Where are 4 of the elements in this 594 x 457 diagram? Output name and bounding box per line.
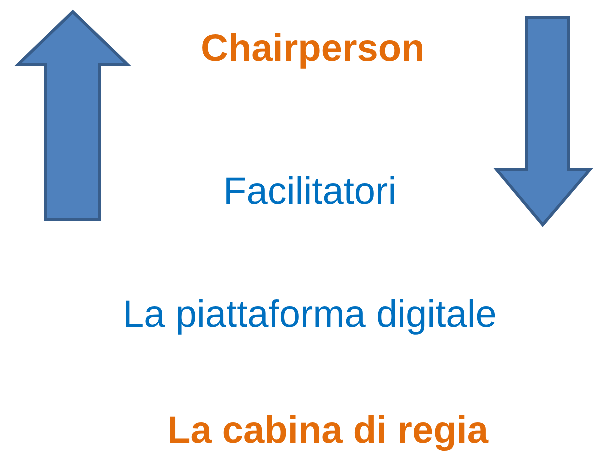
label-text: La cabina di regia bbox=[168, 411, 488, 453]
label-text: La piattaforma digitale bbox=[123, 295, 497, 337]
label-text: Facilitatori bbox=[224, 172, 397, 214]
label-text: Chairperson bbox=[201, 29, 425, 71]
